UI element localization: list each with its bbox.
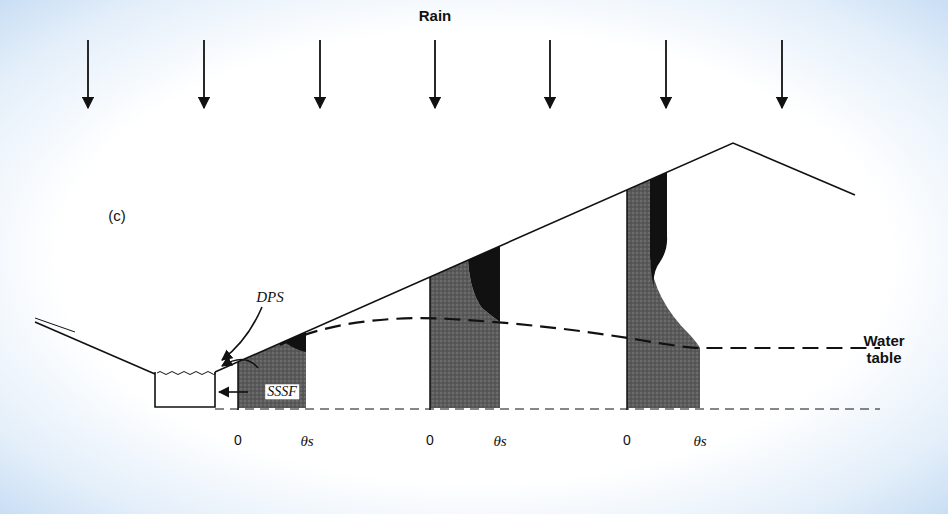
axis-tick: θs xyxy=(493,433,506,450)
axis-tick: 0 xyxy=(623,433,631,448)
rain-arrows xyxy=(88,40,782,108)
moisture-profiles xyxy=(238,172,700,410)
water-table-label: Water table xyxy=(849,333,919,366)
flow-label: DPS xyxy=(254,289,286,306)
panel-letter: (c) xyxy=(108,208,126,225)
axis-tick: 0 xyxy=(426,433,434,448)
terrain-outline xyxy=(35,143,855,374)
title-rain: Rain xyxy=(419,8,452,25)
stream-channel xyxy=(155,372,216,408)
dashed-lines xyxy=(215,318,880,409)
flow-label: SSSF xyxy=(265,384,299,399)
axis-tick: θs xyxy=(300,433,313,450)
axis-tick: θs xyxy=(693,433,706,450)
flow-arrows xyxy=(219,307,262,392)
axis-tick: 0 xyxy=(234,433,242,448)
